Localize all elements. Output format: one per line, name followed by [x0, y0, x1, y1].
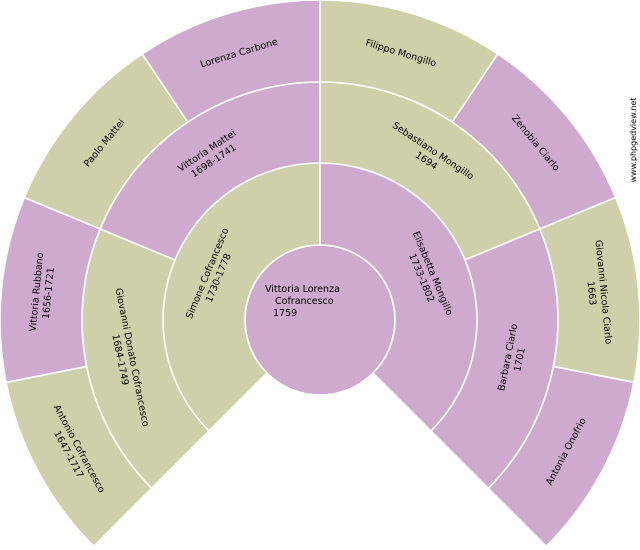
root-label-line: Cofrancesco — [275, 296, 334, 307]
person-label-line: 1701 — [512, 347, 528, 373]
person-label-line: 1656-1721 — [41, 267, 57, 320]
root-label-line: 1759 — [273, 308, 297, 319]
person-segment-lorenza-carbone[interactable] — [141, 0, 321, 124]
person-segment-antonia-onofrio[interactable] — [487, 365, 635, 548]
root-label-line: Vittoria Lorenza — [265, 284, 340, 295]
person-label-line: 1663 — [585, 281, 598, 306]
watermark: www.phpgedview.net — [629, 97, 638, 182]
